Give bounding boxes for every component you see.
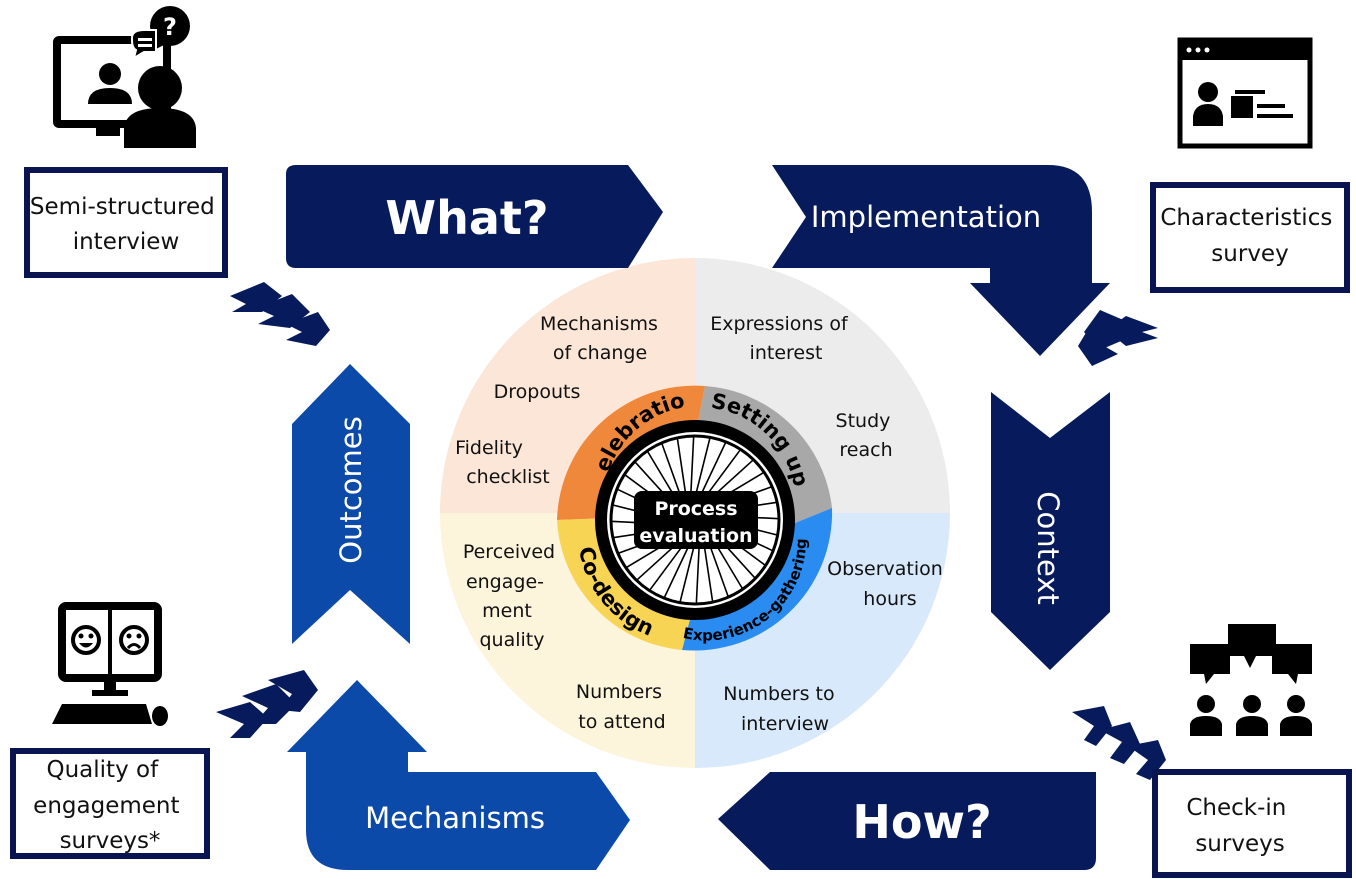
label-fidelity-checklist: Fidelity checklist bbox=[455, 437, 550, 488]
arrow-implementation: Implementation bbox=[772, 165, 1110, 356]
arrow-context: Context bbox=[991, 392, 1110, 670]
box-semi-structured-interview-text: Semi-structured interview bbox=[30, 194, 222, 255]
chevrons-bottom-left bbox=[216, 670, 318, 738]
label-dropouts: Dropouts bbox=[494, 381, 581, 403]
chevrons-top-left bbox=[230, 282, 330, 346]
box-characteristics-survey-text: Characteristics survey bbox=[1160, 205, 1339, 267]
group-chat-icon bbox=[1190, 624, 1312, 736]
label-expressions-of-interest: Expressions of interest bbox=[710, 313, 853, 364]
label-observation-hours: Observation hours bbox=[827, 558, 949, 610]
chevrons-top-right bbox=[1078, 310, 1158, 366]
arrow-mechanisms: Mechanisms bbox=[287, 680, 630, 870]
arrow-how-label: How? bbox=[852, 795, 991, 849]
box-quality-of-engagement-surveys-text: Quality of engagement surveys* bbox=[33, 757, 187, 854]
arrow-what: What? bbox=[286, 165, 663, 268]
center-label-line1: Process bbox=[654, 498, 737, 520]
arrow-outcomes: Outcomes bbox=[292, 364, 410, 644]
svg-text:?: ? bbox=[163, 13, 177, 41]
arrow-mechanisms-label: Mechanisms bbox=[365, 801, 545, 835]
arrow-how: How? bbox=[718, 772, 1096, 870]
video-interview-icon: ? bbox=[53, 6, 196, 148]
arrow-implementation-label: Implementation bbox=[811, 200, 1041, 234]
box-quality-of-engagement-surveys: Quality of engagement surveys* bbox=[10, 748, 210, 859]
box-characteristics-survey: Characteristics survey bbox=[1150, 182, 1350, 293]
center-label: Process evaluation bbox=[634, 491, 758, 549]
box-check-in-surveys: Check-in surveys bbox=[1152, 769, 1352, 878]
label-study-reach: Study reach bbox=[836, 410, 897, 461]
chevrons-bottom-right bbox=[1072, 706, 1166, 780]
computer-faces-icon bbox=[52, 602, 168, 726]
label-numbers-to-attend: Numbers to attend bbox=[576, 681, 668, 733]
arrow-outcomes-label: Outcomes bbox=[334, 416, 368, 563]
box-check-in-surveys-text: Check-in surveys bbox=[1186, 795, 1293, 857]
label-mechanisms-of-change: Mechanisms of change bbox=[540, 313, 664, 364]
profile-card-icon bbox=[1177, 37, 1313, 149]
center-label-line2: evaluation bbox=[639, 525, 752, 547]
label-perceived-engagement-quality: Perceived engage- ment quality bbox=[463, 541, 561, 651]
label-numbers-to-interview: Numbers to interview bbox=[723, 683, 840, 735]
arrow-context-label: Context bbox=[1031, 491, 1065, 605]
arrow-what-label: What? bbox=[385, 191, 548, 245]
box-semi-structured-interview: Semi-structured interview bbox=[24, 167, 228, 278]
